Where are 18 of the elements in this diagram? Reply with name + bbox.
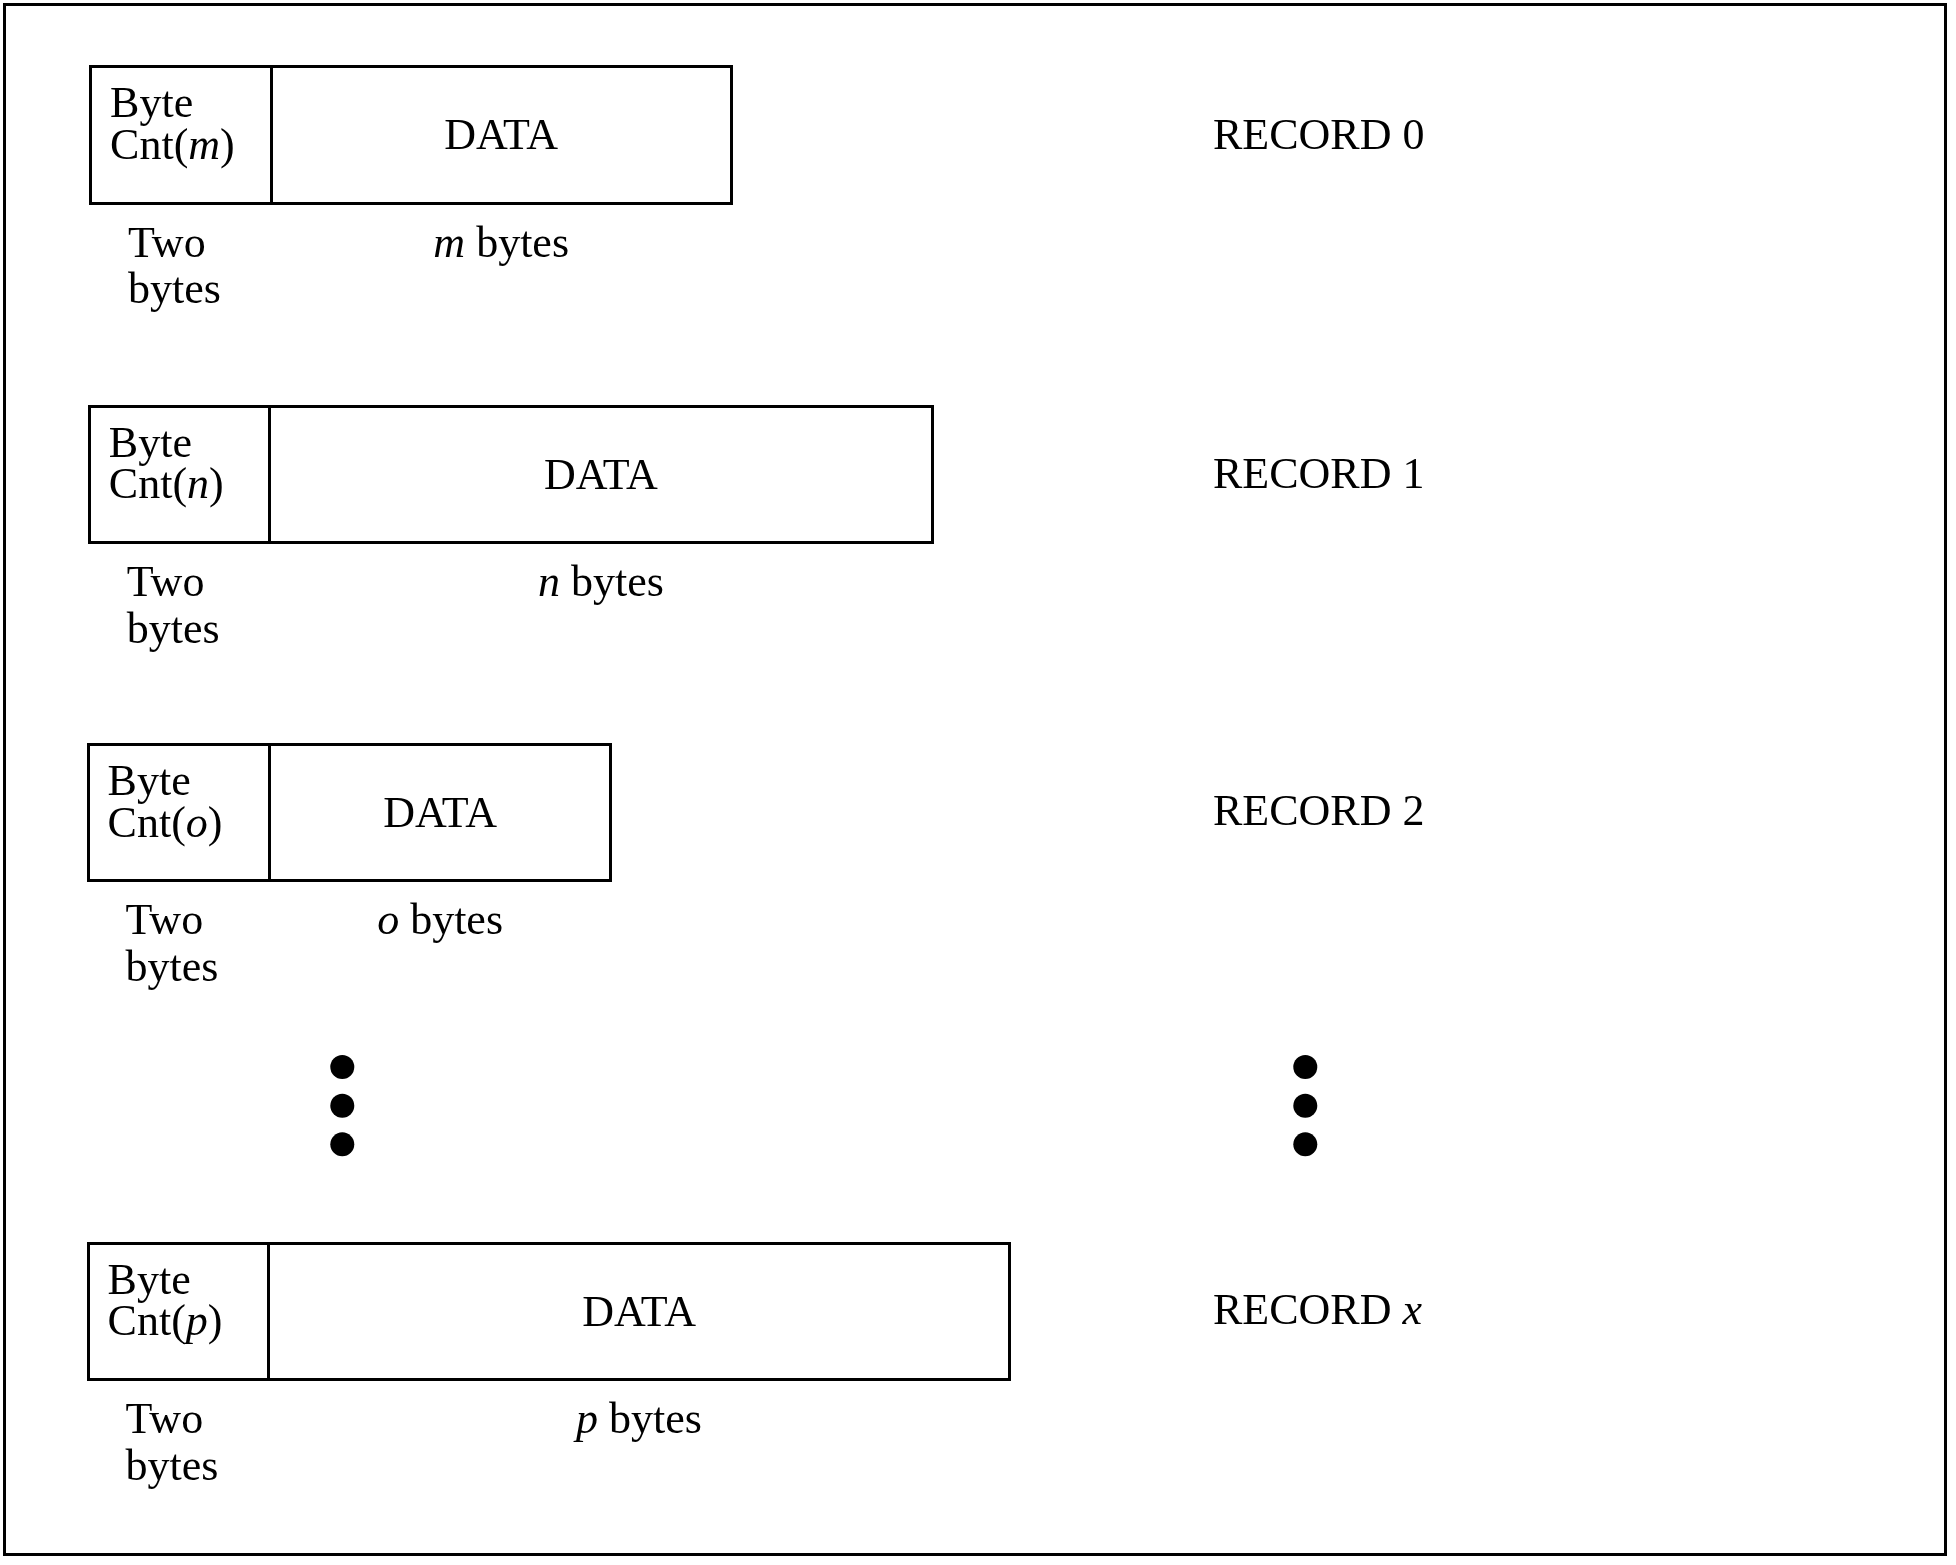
size-note: Two bytes <box>125 1396 220 1489</box>
field-label: DATA <box>443 114 560 157</box>
record-label: RECORD x <box>1212 1284 1422 1336</box>
size-note: Two bytes <box>128 220 222 313</box>
field-label: Byte Cnt(p) <box>107 1258 224 1343</box>
size-note: Two bytes <box>126 559 221 652</box>
size-note: o bytes <box>376 897 504 944</box>
record-label: RECORD 0 <box>1212 109 1425 160</box>
size-note: Two bytes <box>125 897 220 990</box>
field-label: DATA <box>581 1290 697 1333</box>
size-note: p bytes <box>270 1396 1008 1443</box>
record-label: RECORD 2 <box>1212 785 1425 837</box>
record-label: RECORD 1 <box>1212 448 1425 500</box>
field-label: Byte Cnt(n) <box>108 421 225 506</box>
field-label: DATA <box>382 791 498 834</box>
size-note: n bytes <box>537 559 665 606</box>
size-note: m bytes <box>432 220 571 267</box>
field-label: DATA <box>543 453 659 496</box>
